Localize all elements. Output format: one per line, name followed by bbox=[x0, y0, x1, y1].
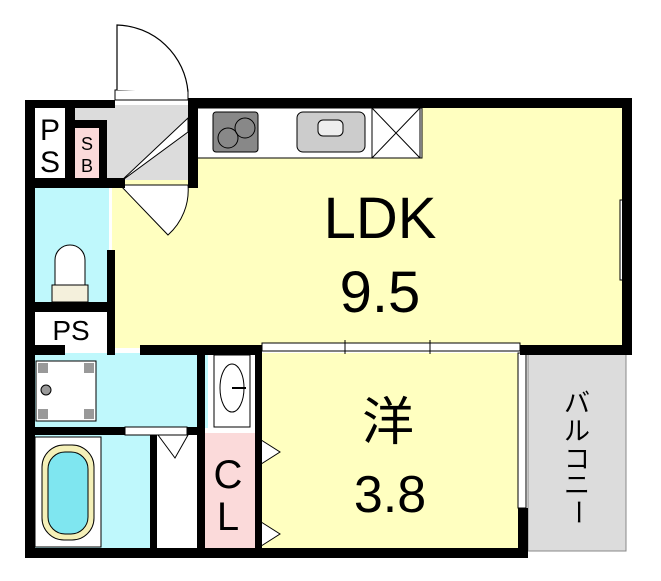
ps-top-floor bbox=[35, 108, 65, 178]
balcony-floor bbox=[527, 352, 627, 552]
kitchen-counter bbox=[196, 107, 423, 159]
shoe-box-floor bbox=[75, 128, 99, 178]
closet-label-c: C bbox=[214, 453, 243, 497]
bathtub-icon bbox=[34, 436, 102, 548]
ps-top-p: P bbox=[40, 114, 60, 147]
walls bbox=[25, 98, 632, 558]
closet-label-l: L bbox=[217, 495, 239, 539]
balcony-label: バ ル コ ニ ー bbox=[563, 388, 593, 525]
bedroom-label: 洋 bbox=[362, 394, 414, 452]
washing-machine-icon bbox=[35, 360, 97, 422]
bedroom-size: 3.8 bbox=[354, 466, 426, 524]
window bbox=[517, 352, 527, 509]
ps-mid-floor bbox=[35, 312, 107, 346]
balcony-char: ル bbox=[564, 416, 590, 446]
ps-mid-label: PS bbox=[52, 315, 89, 346]
sliding-door bbox=[261, 342, 521, 352]
toilet-icon bbox=[51, 244, 89, 303]
entrance-door bbox=[114, 24, 189, 101]
balcony-char: バ bbox=[564, 388, 590, 418]
shoe-box-b: B bbox=[81, 156, 93, 176]
bedroom-floor bbox=[262, 353, 520, 550]
ps-top-s: S bbox=[40, 146, 60, 179]
balcony-char: ー bbox=[563, 499, 593, 525]
shoe-box-s: S bbox=[81, 134, 93, 154]
balcony-char: コ bbox=[564, 444, 590, 474]
balcony-char: ニ bbox=[564, 470, 590, 500]
washbasin-icon bbox=[213, 354, 251, 428]
ldk-label: LDK bbox=[324, 186, 437, 251]
ldk-size: 9.5 bbox=[340, 260, 421, 325]
closet-floor bbox=[198, 433, 255, 550]
